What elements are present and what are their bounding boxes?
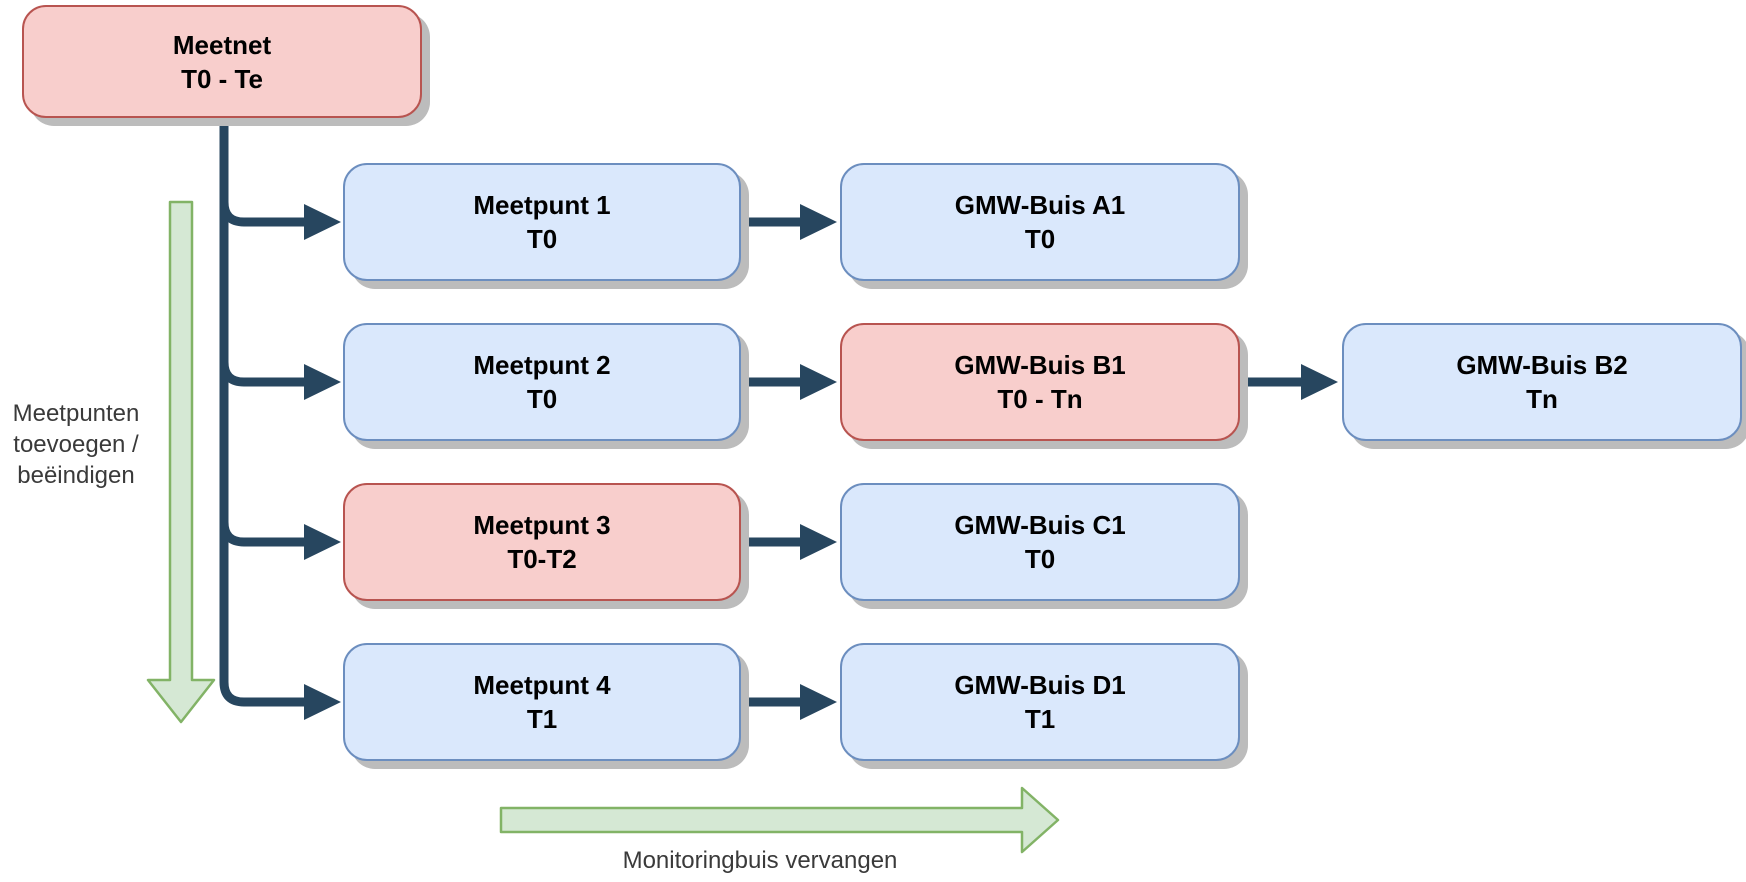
arrowhead-icon [304,364,341,400]
horizontal-arrow-label: Monitoringbuis vervangen [622,847,898,874]
trunk-branch-row3 [219,114,306,547]
node-period: T0 - Tn [997,384,1083,414]
node-title: Meetpunt 3 [473,510,611,540]
node-title: GMW-Buis C1 [954,510,1126,540]
node-title: Meetpunt 2 [473,350,611,380]
node-period: T0 [526,224,558,254]
down-arrow-icon [146,200,216,724]
node-title: GMW-Buis B2 [1456,350,1628,380]
arrowhead-icon [304,684,341,720]
node-period: T1 [526,704,558,734]
trunk-branch-row4 [219,114,306,707]
node-meetpunt4: Meetpunt 4 T1 [343,643,741,761]
right-arrow-icon [499,786,1060,854]
node-period: T1 [1024,704,1056,734]
node-meetnet: Meetnet T0 - Te [22,5,422,118]
arrowhead-icon [800,684,837,720]
node-period: T0 [1024,544,1056,574]
arrowhead-icon [304,204,341,240]
node-gmw-buis-a1: GMW-Buis A1 T0 [840,163,1240,281]
node-gmw-buis-c1: GMW-Buis C1 T0 [840,483,1240,601]
node-period: T0 - Te [181,63,263,94]
arrowhead-icon [800,524,837,560]
node-period: T0-T2 [507,544,577,574]
trunk-branch-row2 [219,114,306,387]
node-title: GMW-Buis D1 [954,670,1126,700]
node-title: GMW-Buis B1 [954,350,1126,380]
vertical-arrow-label: Meetpunten toevoegen / beëindigen [12,400,140,489]
node-title: Meetnet [172,29,272,60]
node-gmw-buis-b1: GMW-Buis B1 T0 - Tn [840,323,1240,441]
node-title: Meetpunt 4 [473,670,611,700]
node-period: Tn [1526,384,1558,414]
node-period: T0 [1024,224,1056,254]
arrowhead-icon [800,364,837,400]
node-title: GMW-Buis A1 [954,190,1126,220]
arrowhead-icon [1301,364,1338,400]
node-gmw-buis-d1: GMW-Buis D1 T1 [840,643,1240,761]
node-meetpunt3: Meetpunt 3 T0-T2 [343,483,741,601]
arrowhead-icon [304,524,341,560]
arrowhead-icon [800,204,837,240]
node-gmw-buis-b2: GMW-Buis B2 Tn [1342,323,1742,441]
trunk-branch-row1 [219,114,306,227]
node-meetpunt2: Meetpunt 2 T0 [343,323,741,441]
node-meetpunt1: Meetpunt 1 T0 [343,163,741,281]
node-title: Meetpunt 1 [473,190,611,220]
node-period: T0 [526,384,558,414]
